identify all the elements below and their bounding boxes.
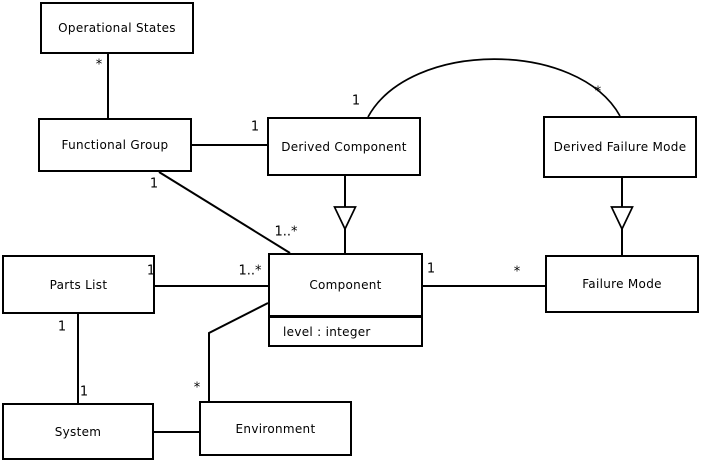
class-name: Derived Component <box>281 139 407 154</box>
multiplicity-parts-list-bottom-end: 1 <box>57 319 67 335</box>
multiplicity-environment-end: * <box>193 380 201 396</box>
class-functional-group[interactable]: Functional Group <box>38 118 192 172</box>
class-parts-list[interactable]: Parts List <box>2 255 155 314</box>
generalization-arrow-derived-failure-mode <box>610 206 634 231</box>
class-failure-mode[interactable]: Failure Mode <box>545 255 699 313</box>
class-operational-states[interactable]: Operational States <box>40 2 194 54</box>
class-system[interactable]: System <box>2 403 154 460</box>
class-name: Failure Mode <box>582 277 662 291</box>
class-name: System <box>54 424 102 439</box>
class-name: Functional Group <box>61 138 169 152</box>
class-derived-component[interactable]: Derived Component <box>267 117 421 176</box>
multiplicity-system-end: 1 <box>79 384 89 400</box>
class-environment[interactable]: Environment <box>199 401 352 456</box>
multiplicity-functional-group-end: 1 <box>149 176 159 192</box>
class-name: Environment <box>235 421 316 436</box>
multiplicity-component-end-horizontal: 1..* <box>238 263 262 279</box>
multiplicity-failure-mode-end: * <box>513 264 521 280</box>
multiplicity-component-end-failure: 1 <box>426 261 436 277</box>
association-arc-derived-component-derived-failure-mode <box>367 58 621 118</box>
class-name: Parts List <box>49 277 108 292</box>
multiplicity-arc-derived-failure-mode-end: * <box>594 84 602 100</box>
class-attribute-compartment: level : integer <box>270 315 421 345</box>
class-name: Operational States <box>58 21 176 35</box>
association-functional-group-component <box>158 171 291 254</box>
multiplicity-derived-component-end: 1 <box>250 119 260 135</box>
class-attribute: level : integer <box>283 324 371 339</box>
class-name: Component <box>309 278 382 292</box>
association-environment-component <box>208 302 269 401</box>
multiplicity-operational-states: * <box>95 57 103 73</box>
generalization-arrow-derived-component <box>333 206 357 231</box>
multiplicity-parts-list-end: 1 <box>146 263 156 279</box>
class-component[interactable]: Component level : integer <box>268 253 423 347</box>
class-derived-failure-mode[interactable]: Derived Failure Mode <box>543 116 697 178</box>
class-name-compartment: Component <box>270 255 421 315</box>
multiplicity-arc-derived-component-end: 1 <box>351 93 361 109</box>
class-name: Derived Failure Mode <box>553 140 687 154</box>
multiplicity-component-end-diagonal: 1..* <box>274 224 298 240</box>
